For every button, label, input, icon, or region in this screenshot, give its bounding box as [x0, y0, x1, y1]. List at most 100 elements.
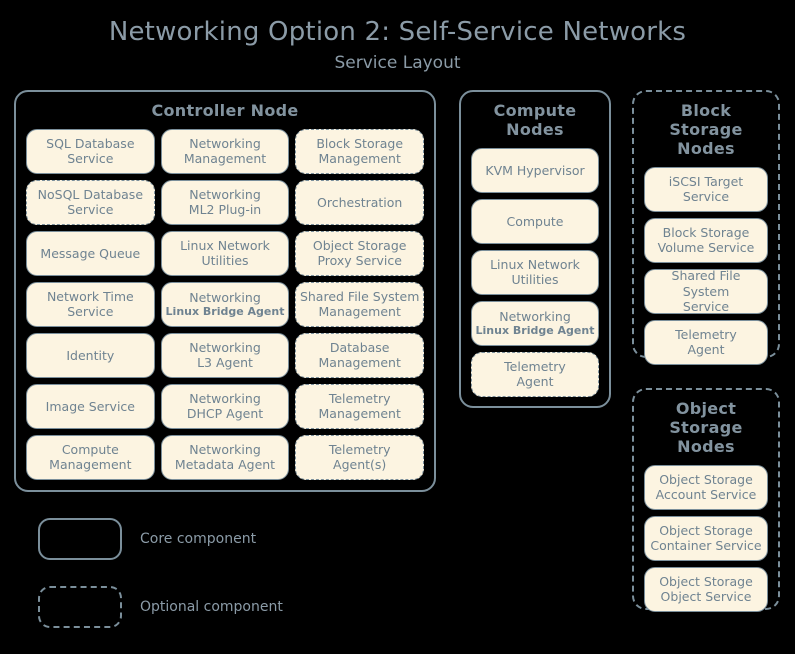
- service-box[interactable]: KVM Hypervisor: [471, 147, 599, 193]
- legend-label-core: Core component: [140, 531, 257, 547]
- service-box-line-2: Service: [67, 151, 114, 167]
- service-box-line-2: Agent(s): [333, 457, 387, 473]
- service-box-line-2: Utilities: [201, 253, 249, 269]
- service-box-line-2: Management: [318, 304, 401, 320]
- legend-swatch-core: [38, 518, 122, 560]
- service-box-line-1: Compute: [506, 213, 564, 229]
- service-box-line-2: Service: [682, 189, 730, 205]
- service-box-line-2: Object Service: [660, 589, 752, 605]
- service-box-line-1: iSCSI Target: [668, 173, 744, 189]
- service-box-line-2: Container Service: [650, 538, 762, 554]
- service-box-line-1: Object Storage: [312, 238, 407, 254]
- service-box-line-1: Shared File System: [299, 289, 420, 305]
- service-box-line-2: Utilities: [511, 272, 559, 288]
- service-box-line-1: Message Queue: [40, 245, 141, 261]
- service-box[interactable]: Image Service: [26, 383, 155, 429]
- service-box-line-2: Management: [49, 457, 132, 473]
- service-box-line-2: DHCP Agent: [186, 406, 264, 422]
- page-title: Networking Option 2: Self-Service Networ…: [108, 17, 687, 47]
- service-box-line-1: Compute: [61, 442, 119, 458]
- service-box-line-1: KVM Hypervisor: [485, 162, 585, 178]
- service-box-line-1: SQL Database: [46, 136, 135, 152]
- service-box-line-1: Object Storage: [659, 471, 753, 487]
- service-box-line-2: ML2 Plug-in: [188, 202, 262, 218]
- service-box-line-2: Linux Bridge Agent: [165, 305, 285, 319]
- service-box-line-1: Linux Network: [490, 257, 580, 272]
- legend-row-core: Core component: [38, 518, 398, 560]
- service-box-line-1: Telemetry: [675, 326, 737, 342]
- title-block: Networking Option 2: Self-Service Networ…: [0, 0, 795, 73]
- service-box-line-1: Networking: [189, 442, 261, 458]
- service-box-line-2: Account Service: [655, 487, 757, 503]
- service-box-line-1: Shared File System: [671, 268, 741, 299]
- legend-row-optional: Optional component: [38, 586, 398, 628]
- service-box-line-2: Linux Bridge Agent: [475, 324, 595, 338]
- service-box-line-1: Identity: [66, 347, 115, 363]
- service-box-line-2: Agent: [687, 342, 725, 358]
- service-box-line-1: Telemetry: [504, 359, 566, 374]
- service-box-line-1: Networking: [189, 187, 261, 203]
- service-box-line-2: Volume Service: [657, 240, 755, 256]
- service-box-line-1: Linux Network: [180, 238, 270, 254]
- service-box-line-2: Service: [67, 202, 114, 218]
- service-box[interactable]: Identity: [26, 332, 155, 378]
- legend-label-optional: Optional component: [140, 599, 283, 615]
- service-box-line-1: Telemetry: [328, 391, 391, 407]
- group-title-controller-node: Controller Node: [151, 101, 299, 120]
- service-box-line-1: Orchestration: [317, 194, 403, 210]
- service-box[interactable]: Compute: [471, 198, 599, 244]
- legend-swatch-optional: [38, 586, 122, 628]
- service-box-line-2: Management: [183, 151, 267, 167]
- service-box-line-2: Service: [67, 304, 114, 320]
- service-box-line-2: Management: [318, 151, 401, 167]
- service-box-line-1: Networking: [189, 391, 261, 407]
- service-box[interactable]: Orchestration: [295, 179, 425, 225]
- service-box-line-2: Management: [318, 406, 401, 422]
- service-box-line-1: Database: [329, 340, 390, 356]
- service-box-line-1: Image Service: [45, 398, 135, 414]
- service-box-line-1: Networking: [189, 340, 261, 356]
- service-box-line-2: Service: [682, 298, 730, 314]
- service-box[interactable]: Message Queue: [26, 230, 155, 276]
- service-box-line-1: NoSQL Database: [37, 187, 144, 203]
